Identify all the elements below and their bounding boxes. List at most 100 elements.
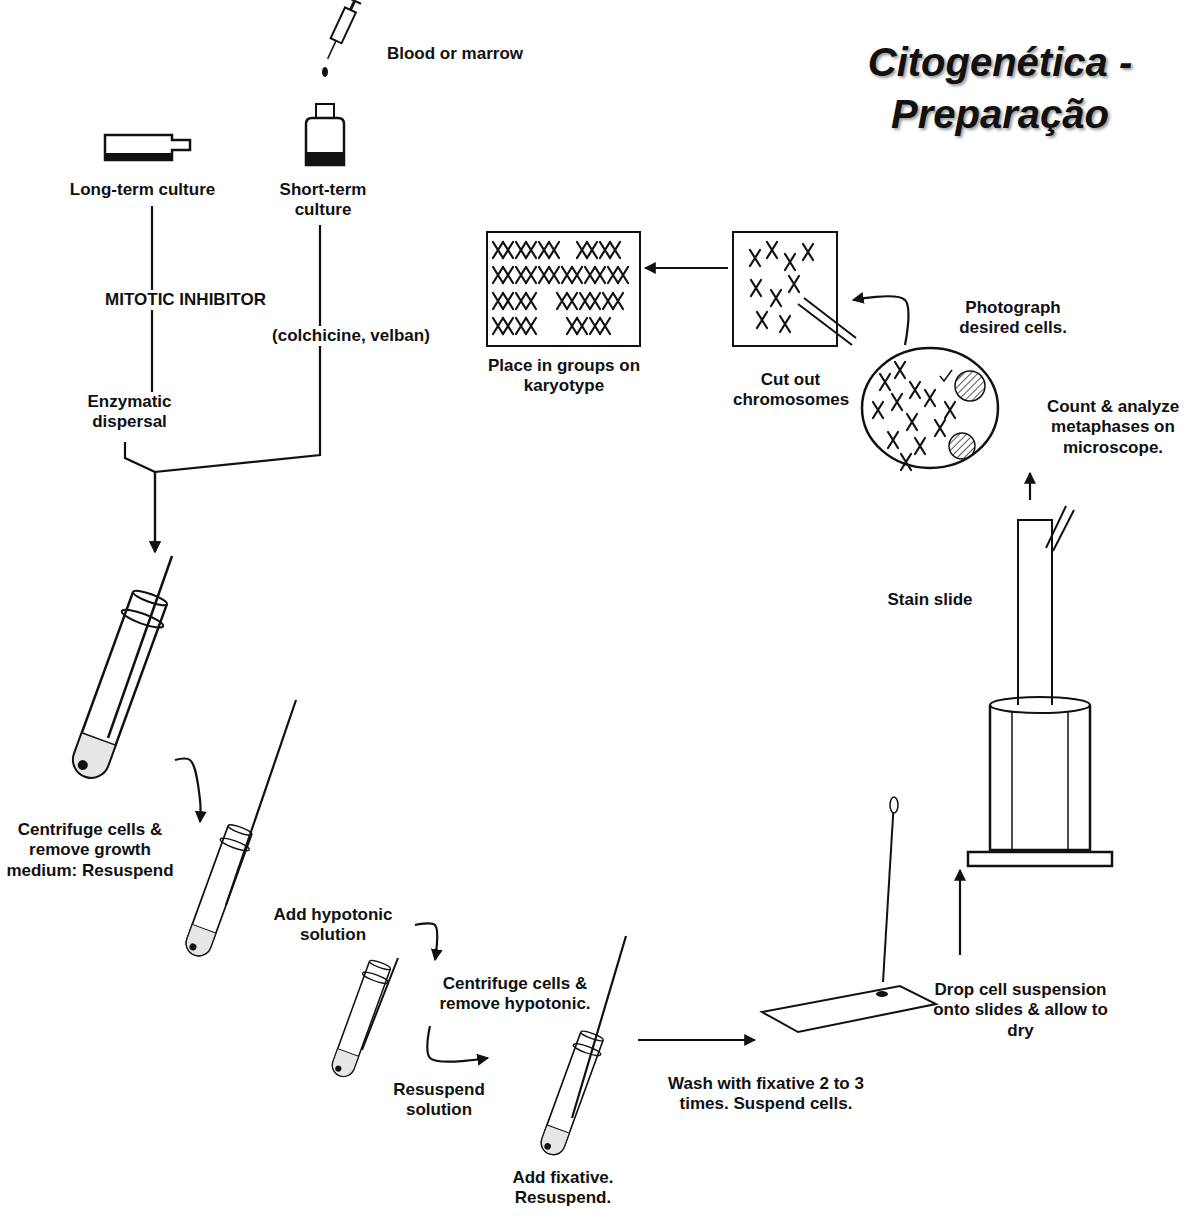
step-label: Drop cell suspension onto slides & allow… <box>918 980 1123 1041</box>
step-label: Centrifuge cells & remove hypotonic. <box>425 974 605 1015</box>
flow-arrow <box>155 225 320 552</box>
flow-arrow <box>175 759 200 822</box>
flow-arrow <box>1029 473 1031 500</box>
chromosome <box>757 312 767 328</box>
chromosome <box>789 276 799 292</box>
step-label: Stain slide <box>875 590 985 610</box>
chromosome <box>549 267 559 283</box>
chromosome <box>595 267 605 283</box>
arrow-label: Photograph desired cells. <box>940 298 1086 339</box>
chromosome <box>516 293 526 309</box>
chromosome <box>892 394 902 410</box>
chromosome <box>925 390 935 406</box>
step-label: Long-term culture <box>45 180 240 200</box>
chromosome <box>751 280 761 296</box>
drop <box>876 991 888 997</box>
chromosome <box>613 293 623 309</box>
chromosome <box>600 242 610 258</box>
annotation-label: MITOTIC INHIBITOR <box>80 290 291 310</box>
chromosome <box>901 454 911 470</box>
step-label: Centrifuge cells & remove growth medium:… <box>5 820 175 881</box>
blood-drop <box>322 67 328 77</box>
step-label: Cut out chromosomes <box>733 370 848 411</box>
chromosome <box>600 318 610 334</box>
syringe <box>321 0 361 62</box>
process-step: Drop cell suspension onto slides & allow… <box>755 955 1125 1050</box>
step-label: Blood or marrow <box>360 44 550 64</box>
chromosome <box>771 290 781 306</box>
chromosome <box>803 244 813 260</box>
flow-arrow <box>125 442 155 552</box>
flow-arrow <box>959 870 961 955</box>
chromosome <box>915 438 925 454</box>
chromosome <box>493 318 503 334</box>
pipette <box>572 936 626 1118</box>
chromosome <box>895 362 905 378</box>
chromosome <box>526 293 536 309</box>
process-step: Enzymatic dispersal <box>72 392 187 442</box>
chromosome <box>608 267 618 283</box>
chromosome <box>873 402 883 418</box>
arrow-label: Wash with fixative 2 to 3 times. Suspend… <box>658 1074 874 1115</box>
chromosome <box>503 293 513 309</box>
chromosome <box>907 414 917 430</box>
chromosome <box>580 293 590 309</box>
chromosome <box>577 318 587 334</box>
step-label: Short-term culture <box>262 180 384 221</box>
step-label: Count & analyze metaphases on microscope… <box>1033 397 1193 458</box>
chromosome <box>785 254 795 270</box>
chromosome <box>493 293 503 309</box>
chromosome <box>539 242 549 258</box>
flow-arrow <box>415 923 437 960</box>
step-label: Add fixative. Resuspend. <box>488 1168 638 1209</box>
microscope-field <box>862 348 998 470</box>
pipette <box>362 958 398 1050</box>
glass-slide <box>762 986 936 1032</box>
process-step: Add fixative. Resuspend. <box>488 1032 638 1214</box>
culture-bottle <box>306 104 344 165</box>
test-tube <box>64 587 172 784</box>
process-step: Centrifuge cells & remove hypotonic. <box>300 960 605 1026</box>
chromosome <box>603 293 613 309</box>
chromosome <box>780 316 790 332</box>
chromosome <box>880 374 890 390</box>
chromosome <box>750 250 760 266</box>
dropper-bulb <box>890 797 898 813</box>
chromosome <box>590 318 600 334</box>
chromosome <box>587 242 597 258</box>
flow-arrow <box>638 1039 755 1041</box>
culture-flask <box>105 135 190 160</box>
process-step: Blood or marrow <box>360 44 550 72</box>
process-step: Long-term culture <box>45 122 240 206</box>
process-step: Count & analyze metaphases on microscope… <box>860 345 1195 473</box>
arrow-label: Resuspend solution <box>386 1080 492 1121</box>
chromosome <box>503 267 513 283</box>
chromosome <box>945 402 955 418</box>
diagram-title: Citogenética - Preparação <box>805 36 1195 140</box>
chromosome <box>526 267 536 283</box>
chromosome <box>516 242 526 258</box>
chromosome <box>549 242 559 258</box>
chromosome <box>516 318 526 334</box>
flow-arrow <box>645 267 728 269</box>
chromosome <box>526 318 536 334</box>
step-label: Enzymatic dispersal <box>72 392 187 433</box>
chromosome <box>503 318 513 334</box>
process-step: Cut out chromosomes <box>728 228 853 416</box>
chromosome <box>618 267 628 283</box>
chromosome <box>493 242 503 258</box>
chromosome <box>567 318 577 334</box>
chromosome <box>767 242 777 258</box>
process-step: Add hypotonic solution <box>180 822 415 957</box>
test-tube <box>180 822 255 960</box>
chromosome <box>585 267 595 283</box>
dropper <box>883 800 894 982</box>
process-step: Centrifuge cells & remove growth medium:… <box>5 552 175 907</box>
chromosome <box>610 242 620 258</box>
flow-arrow <box>853 296 908 345</box>
chromosome <box>562 267 572 283</box>
chromosome <box>557 293 567 309</box>
chromosome <box>572 267 582 283</box>
test-tube <box>327 958 394 1080</box>
chromosome <box>516 267 526 283</box>
